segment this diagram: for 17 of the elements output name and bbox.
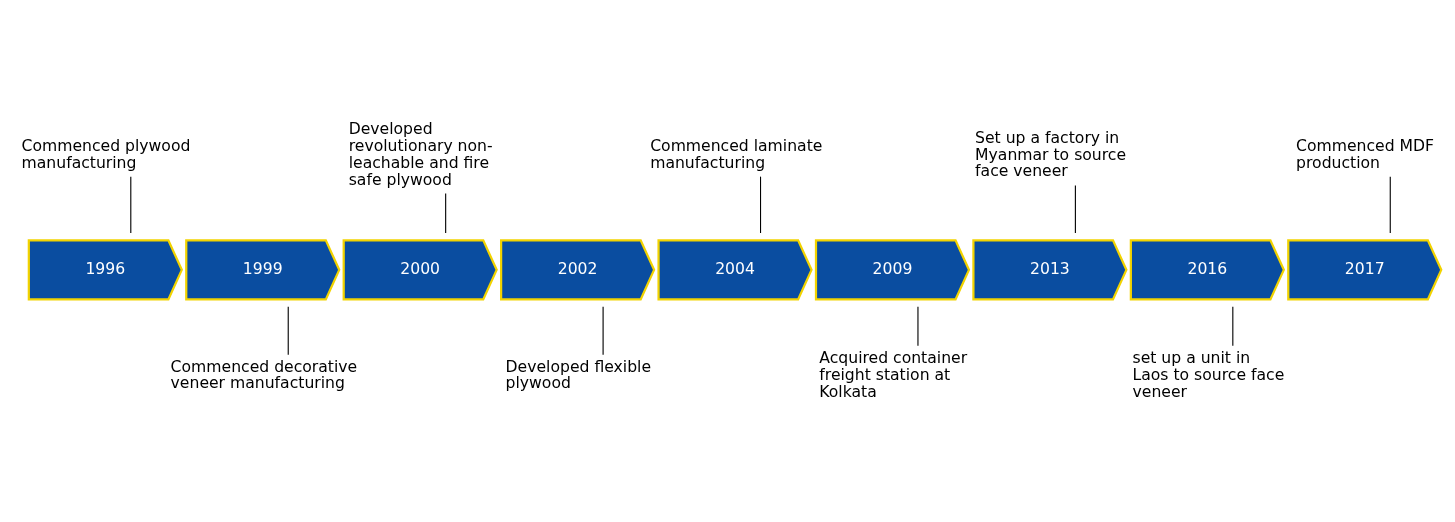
connector (445, 192, 447, 234)
connector (759, 175, 762, 234)
connector (1389, 175, 1391, 234)
connector (130, 175, 132, 234)
node-text: Commenced decorative veneer manufacturing (170, 356, 358, 392)
connector (287, 305, 289, 355)
node-text: Commenced laminate manufacturing (650, 135, 823, 172)
connector (1074, 184, 1076, 234)
connector (1232, 305, 1234, 346)
node-text: Commenced MDF production (1296, 135, 1435, 172)
node-text: set up a unit in Laos to source face veneer (1132, 347, 1285, 401)
connector (602, 305, 604, 355)
node-text: Developed revolutionary non-leachable and fire safe plywood (348, 118, 493, 189)
node-text: Acquired container freight station at Kolkata (819, 347, 968, 401)
node-text: Developed flexible plywood (505, 356, 652, 392)
node-text: Set up a factory in Myanmar to source face veneer (975, 127, 1127, 180)
node-text: Commenced plywood manufacturing (21, 135, 191, 172)
